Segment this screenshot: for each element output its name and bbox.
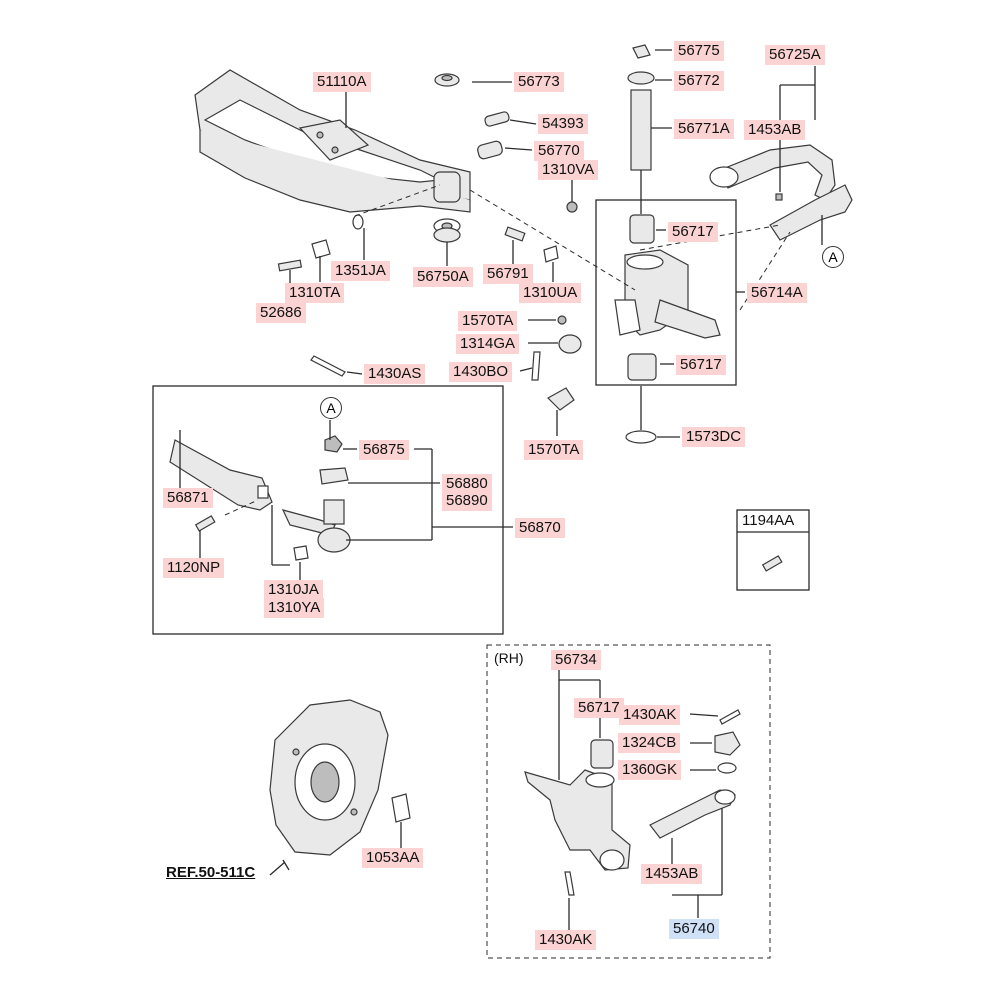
bolt-drawing — [761, 555, 783, 572]
label-56734[interactable]: 56734 — [551, 650, 601, 670]
label-1310ua[interactable]: 1310UA — [519, 283, 582, 303]
backing-plate-drawing — [269, 699, 411, 856]
label-1430bo[interactable]: 1430BO — [449, 362, 513, 382]
label-1310ta[interactable]: 1310TA — [285, 283, 345, 303]
label-1570ta-b[interactable]: 1570TA — [524, 440, 584, 460]
leader-lines — [179, 49, 823, 930]
label-1053aa[interactable]: 1053AA — [362, 848, 424, 868]
label-1351ja[interactable]: 1351JA — [331, 261, 390, 281]
rh-knuckle-box — [486, 644, 771, 959]
bushing-drawing — [277, 73, 578, 272]
label-1430as[interactable]: 1430AS — [364, 364, 426, 384]
label-56717-top[interactable]: 56717 — [668, 222, 718, 242]
label-1570ta-a[interactable]: 1570TA — [458, 311, 518, 331]
label-56772[interactable]: 56772 — [674, 71, 724, 91]
label-56725a[interactable]: 56725A — [765, 45, 825, 65]
label-56870[interactable]: 56870 — [515, 518, 565, 538]
label-1314ga[interactable]: 1314GA — [456, 334, 520, 354]
label-1453ab-top[interactable]: 1453AB — [744, 120, 806, 140]
label-1324cb[interactable]: 1324CB — [618, 733, 681, 753]
label-56717-rh[interactable]: 56717 — [574, 698, 624, 718]
cotter-pin-drawing — [310, 355, 346, 377]
label-56740[interactable]: 56740 — [669, 919, 719, 939]
label-1430ak-bot[interactable]: 1430AK — [535, 930, 597, 950]
label-56791[interactable]: 56791 — [483, 264, 533, 284]
steering-arm-drawing — [709, 144, 853, 241]
label-56773[interactable]: 56773 — [514, 72, 564, 92]
label-1194aa[interactable]: 1194AA — [742, 512, 795, 529]
kingpin-drawing — [625, 44, 657, 444]
label-56871[interactable]: 56871 — [163, 488, 213, 508]
label-1310va[interactable]: 1310VA — [538, 160, 599, 180]
marker-a-top: A — [822, 246, 844, 268]
label-1453ab-rh[interactable]: 1453AB — [641, 864, 703, 884]
marker-a-box: A — [320, 397, 342, 419]
tie-rod-drawing — [169, 435, 351, 561]
label-1120np[interactable]: 1120NP — [163, 558, 225, 578]
label-56714a[interactable]: 56714A — [747, 283, 807, 303]
label-56775[interactable]: 56775 — [674, 41, 724, 61]
label-52686[interactable]: 52686 — [256, 303, 306, 323]
label-1310ya[interactable]: 1310YA — [264, 598, 325, 618]
label-56750a[interactable]: 56750A — [413, 267, 473, 287]
label-1310ja[interactable]: 1310JA — [264, 580, 323, 600]
label-1430ak-top[interactable]: 1430AK — [619, 705, 681, 725]
label-56880[interactable]: 56880 — [442, 474, 492, 494]
label-56890[interactable]: 56890 — [442, 491, 492, 511]
knuckle-drawing — [531, 249, 721, 411]
label-56717-bot[interactable]: 56717 — [676, 355, 726, 375]
label-51110a[interactable]: 51110A — [313, 72, 371, 92]
label-1360gk[interactable]: 1360GK — [618, 760, 682, 780]
label-1573dc[interactable]: 1573DC — [682, 427, 746, 447]
rh-knuckle-drawing — [524, 709, 741, 896]
rh-note: (RH) — [494, 650, 524, 666]
tie-rod-box — [152, 385, 504, 635]
crossmember-drawing — [194, 69, 471, 213]
ref-note[interactable]: REF.50-511C — [166, 864, 256, 881]
bolt-box — [736, 509, 810, 591]
label-54393[interactable]: 54393 — [538, 114, 588, 134]
label-56875[interactable]: 56875 — [359, 440, 409, 460]
label-56770[interactable]: 56770 — [534, 141, 584, 161]
label-56771a[interactable]: 56771A — [674, 119, 734, 139]
